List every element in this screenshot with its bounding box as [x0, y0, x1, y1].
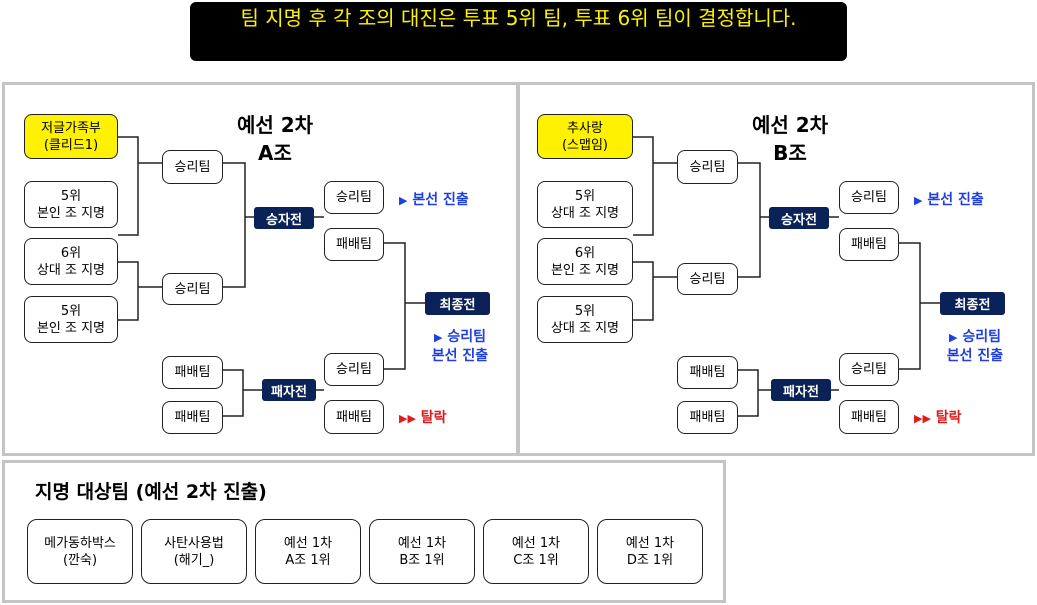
group-b-title-line1: 예선 2차 — [751, 113, 829, 137]
group-b-seed-4: 5위 상대 조 지명 — [537, 296, 633, 343]
group-b-loser-box-2: 패배팀 — [677, 401, 738, 434]
group-a-r1-winner: 승리팀 — [162, 150, 223, 184]
group-b-losers-win: 승리팀 — [839, 353, 899, 386]
group-a-r2-winner: 승리팀 — [162, 273, 223, 305]
group-a-loser-box-2: 패배팀 — [162, 401, 223, 434]
group-a-losers-win: 승리팀 — [324, 353, 384, 386]
group-a-elim-note: ▶▶ 탈락 — [399, 410, 447, 426]
group-a-seed-3: 6위 상대 조 지명 — [24, 238, 118, 285]
group-a-seed-1: 저글가족부 (클리드1) — [24, 114, 118, 159]
group-b-winners-match-label: 승자전 — [769, 207, 829, 229]
target-team-5: 예선 1차 C조 1위 — [483, 519, 589, 584]
group-b-losers-match-label: 패자전 — [771, 379, 831, 401]
group-a-winners-win: 승리팀 — [324, 181, 384, 214]
group-b-title: 예선 2차 B조 — [700, 111, 880, 167]
group-b-bracket: 예선 2차 B조 추사랑 (스맵임) 5위 상대 조 지명 6위 본인 조 지명… — [517, 82, 1035, 456]
group-a-winners-match-label: 승자전 — [254, 207, 314, 229]
group-a-losers-lose: 패배팀 — [324, 400, 384, 434]
group-a-final-label: 최종전 — [425, 292, 490, 315]
group-a-seed-4: 5위 본인 조 지명 — [24, 296, 118, 343]
target-teams-title: 지명 대상팀 (예선 2차 진출) — [35, 481, 267, 503]
group-b-advance-note: ▶ 본선 진출 — [914, 192, 984, 208]
target-team-3: 예선 1차 A조 1위 — [255, 519, 361, 584]
group-b-winners-lose: 패배팀 — [839, 228, 899, 261]
group-b-seed-1: 추사랑 (스맵임) — [537, 114, 633, 159]
group-b-winners-win: 승리팀 — [839, 181, 899, 214]
group-a-seed-2: 5위 본인 조 지명 — [24, 181, 118, 228]
group-a-bracket: 예선 2차 A조 저글가족부 (클리드1) 5위 본인 조 지명 6위 상대 조… — [2, 82, 519, 456]
group-a-advance-note: ▶ 본선 진출 — [399, 192, 469, 208]
group-a-winners-lose: 패배팀 — [324, 228, 384, 261]
notice-banner: 팀 지명 후 각 조의 대진은 투표 5위 팀, 투표 6위 팀이 결정합니다. — [190, 2, 847, 61]
group-b-loser-box-1: 패배팀 — [677, 356, 738, 389]
group-a-title-line1: 예선 2차 — [236, 113, 314, 137]
group-b-final-label: 최종전 — [940, 292, 1005, 315]
group-b-seed-3: 6위 본인 조 지명 — [537, 238, 633, 285]
group-a-final-note: ▶ 승리팀 본선 진출 — [431, 329, 489, 364]
group-b-title-line2: B조 — [773, 141, 807, 165]
group-a-loser-box-1: 패배팀 — [162, 356, 223, 389]
group-a-title-line2: A조 — [258, 141, 292, 165]
target-teams-panel: 지명 대상팀 (예선 2차 진출) 메가동하박스 (깐숙) 사탄사용법 (해기_… — [2, 460, 726, 603]
target-team-4: 예선 1차 B조 1위 — [369, 519, 475, 584]
group-b-r1-winner: 승리팀 — [677, 150, 738, 184]
group-a-losers-match-label: 패자전 — [262, 379, 316, 401]
group-b-losers-lose: 패배팀 — [839, 400, 899, 434]
target-team-2: 사탄사용법 (해기_) — [141, 519, 247, 584]
group-b-final-note: ▶ 승리팀 본선 진출 — [946, 329, 1004, 364]
target-team-1: 메가동하박스 (깐숙) — [27, 519, 133, 584]
group-b-seed-2: 5위 상대 조 지명 — [537, 181, 633, 228]
target-team-6: 예선 1차 D조 1위 — [597, 519, 703, 584]
group-a-title: 예선 2차 A조 — [185, 111, 365, 167]
group-b-r2-winner: 승리팀 — [677, 263, 738, 295]
group-b-elim-note: ▶▶ 탈락 — [914, 410, 962, 426]
